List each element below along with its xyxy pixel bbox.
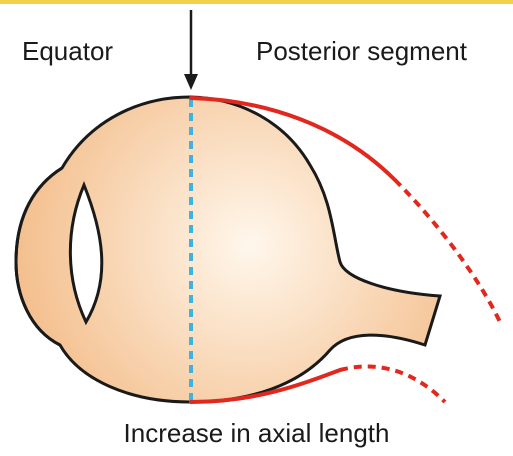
equator-arrow-head [184,74,198,90]
cornea-outline [14,166,63,347]
lower-elongation-dashed [339,364,447,404]
upper-elongation-dashed [393,178,502,323]
lower-elongation-solid [189,368,342,404]
posterior-segment-label: Posterior segment [256,36,467,66]
top-accent-rule [0,0,513,4]
lens-shape [68,181,104,326]
caption-label: Increase in axial length [123,418,390,448]
upper-elongation-solid [189,96,397,182]
equator-label: Equator [22,36,114,66]
